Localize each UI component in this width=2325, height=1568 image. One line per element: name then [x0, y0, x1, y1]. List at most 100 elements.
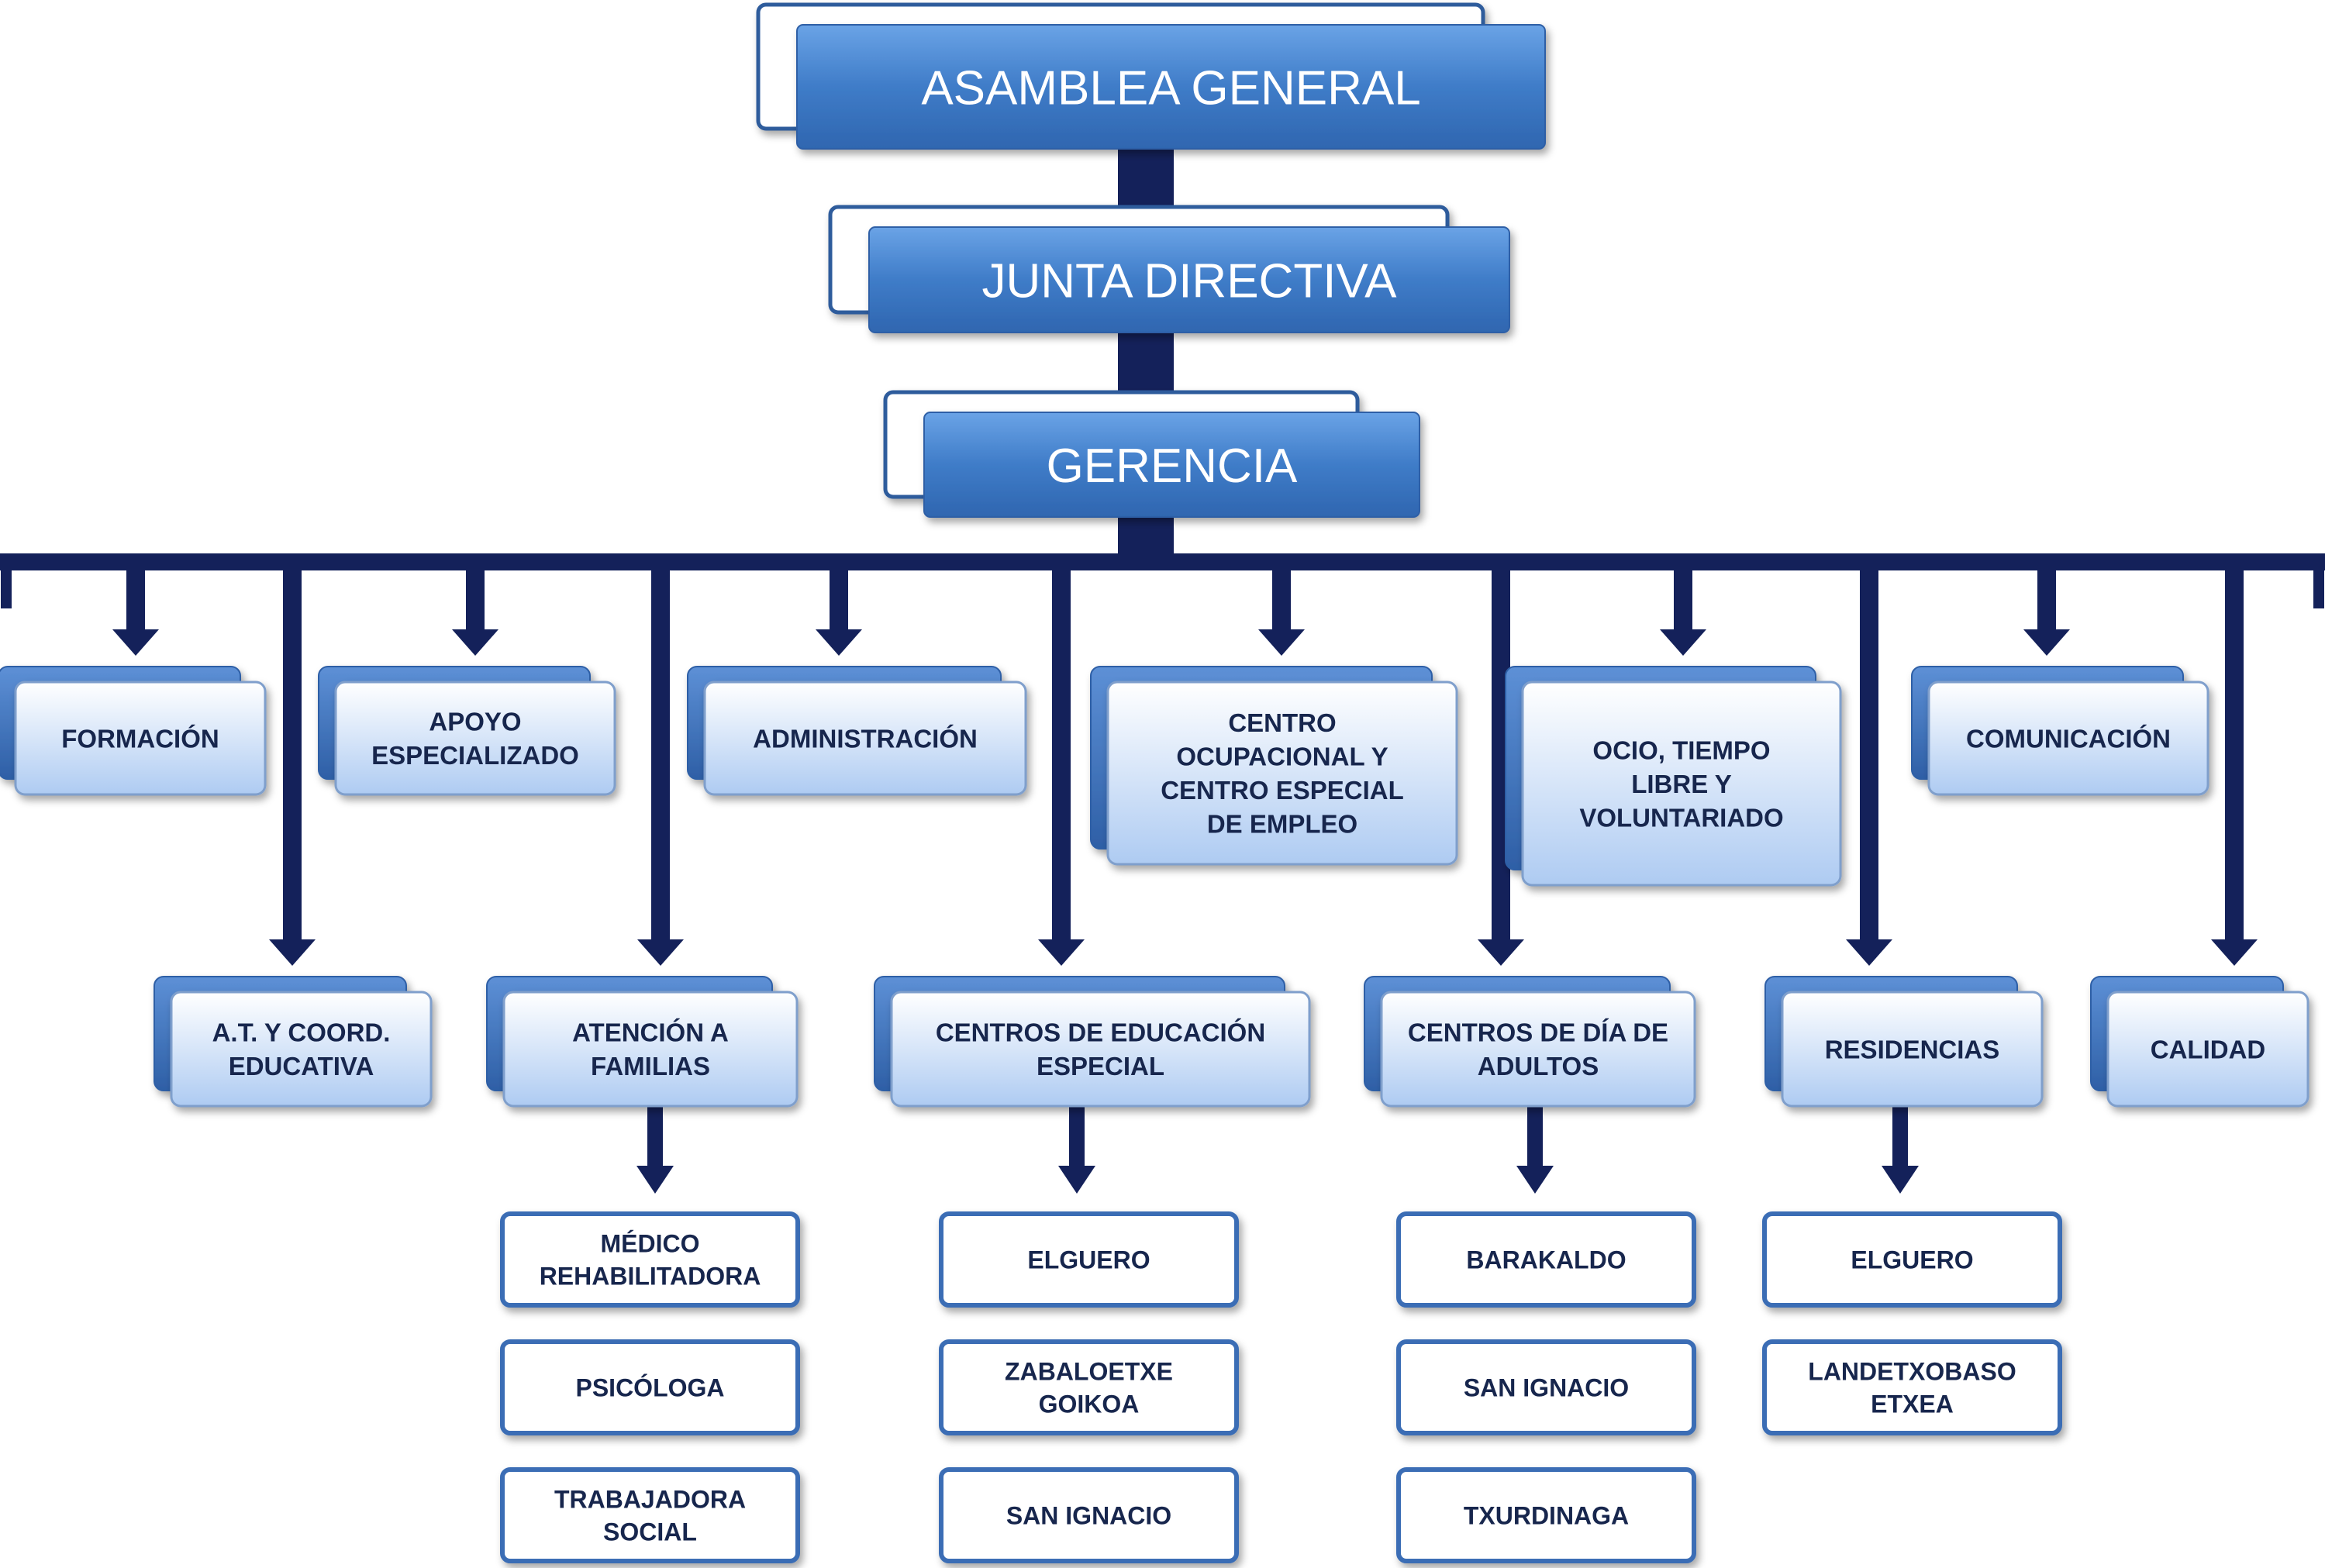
- dept-box-label-line: DE EMPLEO: [1207, 810, 1357, 839]
- dept-box-centros-educacion[interactable]: CENTROS DE EDUCACIÓN ESPECIAL: [874, 976, 1311, 1108]
- sub-unit-box[interactable]: ELGUERO: [939, 1211, 1239, 1308]
- arrowhead-at-coord: [269, 939, 316, 966]
- arrowhead-atencion-familias: [637, 939, 684, 966]
- arrowhead-sub-atencion-familias: [636, 1166, 674, 1194]
- dept-box-label-line: FAMILIAS: [591, 1052, 710, 1080]
- sub-unit-label-line: SAN IGNACIO: [1006, 1502, 1171, 1530]
- sub-unit-box[interactable]: TXURDINAGA: [1396, 1467, 1696, 1563]
- dept-box-label-line: CENTROS DE DÍA DE: [1408, 1018, 1668, 1047]
- dept-box-label-line: CENTRO: [1228, 708, 1336, 737]
- dept-box-at-coord[interactable]: A.T. Y COORD. EDUCATIVA: [154, 976, 433, 1108]
- dept-box-residencias[interactable]: RESIDENCIAS: [1764, 976, 2044, 1108]
- sub-unit-label-line: TRABAJADORA: [554, 1485, 746, 1513]
- top-box-label: GERENCIA: [1047, 439, 1298, 493]
- sub-unit-label-line: MÉDICO: [601, 1229, 700, 1257]
- dept-box-atencion-familias[interactable]: ATENCIÓN A FAMILIAS: [486, 976, 799, 1108]
- dept-box-label-line: RESIDENCIAS: [1825, 1035, 2000, 1063]
- dept-box-calidad[interactable]: CALIDAD: [2090, 976, 2309, 1108]
- sub-unit-panel: [1396, 1339, 1696, 1435]
- sub-unit-label-line: ETXEA: [1871, 1391, 1954, 1418]
- top-box-label: ASAMBLEA GENERAL: [921, 61, 1420, 115]
- dept-box-panel: [890, 991, 1311, 1108]
- dept-box-panel: [1781, 991, 2044, 1108]
- sub-unit-label-line: ELGUERO: [1851, 1246, 1973, 1274]
- dept-box-label-line: FORMACIÓN: [61, 724, 219, 753]
- dept-box-label-line: ADULTOS: [1478, 1052, 1599, 1080]
- dept-box-label-line: A.T. Y COORD.: [212, 1018, 391, 1047]
- dept-box-centros-dia[interactable]: CENTROS DE DÍA DE ADULTOS: [1364, 976, 1696, 1108]
- arrowhead-centros-educacion: [1038, 939, 1085, 966]
- arrowhead-centro-ocupacional: [1258, 629, 1305, 656]
- top-box-gerencia[interactable]: GERENCIA: [883, 390, 1420, 518]
- arrowhead-administracion: [816, 629, 862, 656]
- dept-box-label-line: VOLUNTARIADO: [1579, 803, 1783, 832]
- dept-box-label-line: LIBRE Y: [1631, 770, 1732, 798]
- dept-box-administracion[interactable]: ADMINISTRACIÓN: [687, 666, 1027, 796]
- sub-unit-panel: [939, 1339, 1239, 1435]
- sub-unit-box[interactable]: SAN IGNACIO: [939, 1467, 1239, 1563]
- top-box-panel: [868, 226, 1510, 333]
- top-box-label: JUNTA DIRECTIVA: [981, 254, 1397, 308]
- dept-box-ocio[interactable]: OCIO, TIEMPO LIBRE Y VOLUNTARIADO: [1505, 666, 1842, 887]
- sub-unit-label-line: GOIKOA: [1039, 1391, 1140, 1418]
- dept-box-label-line: ESPECIAL: [1037, 1052, 1164, 1080]
- dept-box-label-line: CALIDAD: [2151, 1035, 2265, 1063]
- dept-box-panel: [1106, 681, 1458, 866]
- dept-box-panel: [1380, 991, 1696, 1108]
- top-box-panel: [796, 24, 1546, 150]
- dept-box-panel: [1927, 681, 2209, 796]
- top-box-junta[interactable]: JUNTA DIRECTIVA: [828, 205, 1510, 333]
- sub-unit-label-line: ELGUERO: [1027, 1246, 1150, 1274]
- arrowhead-calidad: [2211, 939, 2258, 966]
- sub-unit-label-line: LANDETXOBASO: [1808, 1357, 2016, 1385]
- arrowhead-apoyo: [452, 629, 498, 656]
- dept-box-apoyo[interactable]: APOYO ESPECIALIZADO: [318, 666, 616, 796]
- dept-box-formacion[interactable]: FORMACIÓN: [0, 666, 267, 796]
- top-box-asamblea[interactable]: ASAMBLEA GENERAL: [756, 2, 1546, 150]
- sub-unit-box[interactable]: ZABALOETXE GOIKOA: [939, 1339, 1239, 1435]
- dept-box-label-line: OCIO, TIEMPO: [1592, 736, 1770, 764]
- arrowhead-formacion: [112, 629, 159, 656]
- connector-lines: [0, 147, 2325, 1194]
- dept-box-label-line: EDUCATIVA: [229, 1052, 374, 1080]
- dept-box-label-line: ATENCIÓN A: [572, 1018, 729, 1047]
- dept-box-label-line: ESPECIALIZADO: [371, 741, 579, 770]
- dept-box-comunicacion[interactable]: COMUNICACIÓN: [1911, 666, 2209, 796]
- sub-unit-panel: [939, 1211, 1239, 1308]
- sub-unit-box[interactable]: SAN IGNACIO: [1396, 1339, 1696, 1435]
- dept-box-label-line: CENTROS DE EDUCACIÓN: [936, 1018, 1265, 1047]
- arrowhead-centros-dia: [1478, 939, 1524, 966]
- sub-unit-label-line: ZABALOETXE: [1005, 1357, 1173, 1385]
- sub-unit-panel: [1762, 1211, 2062, 1308]
- sub-unit-label-line: BARAKALDO: [1466, 1246, 1626, 1274]
- sub-unit-panel: [1762, 1339, 2062, 1435]
- arrowhead-residencias: [1846, 939, 1892, 966]
- sub-unit-panel: [500, 1339, 800, 1435]
- sub-unit-panel: [500, 1211, 800, 1308]
- dept-box-panel: [703, 681, 1027, 796]
- department-row-1: FORMACIÓN APOYO ESPECIALIZADO ADMINISTRACIÓ…: [0, 666, 2209, 887]
- dept-box-panel: [170, 991, 433, 1108]
- sub-unit-panel: [939, 1467, 1239, 1563]
- dept-box-label-line: OCUPACIONAL Y: [1176, 743, 1388, 771]
- sub-unit-panel: [1396, 1467, 1696, 1563]
- sub-unit-panel: [500, 1467, 800, 1563]
- sub-unit-box[interactable]: BARAKALDO: [1396, 1211, 1696, 1308]
- sub-unit-panel: [1396, 1211, 1696, 1308]
- sub-unit-box[interactable]: ELGUERO: [1762, 1211, 2062, 1308]
- arrowhead-sub-centros-educacion: [1058, 1166, 1095, 1194]
- dept-box-panel: [2106, 991, 2309, 1108]
- arrowhead-sub-residencias: [1882, 1166, 1919, 1194]
- dept-box-label-line: APOYO: [429, 708, 521, 736]
- sub-unit-box[interactable]: LANDETXOBASO ETXEA: [1762, 1339, 2062, 1435]
- dept-box-panel: [502, 991, 799, 1108]
- sub-unit-box[interactable]: PSICÓLOGA: [500, 1339, 800, 1435]
- dept-box-label-line: ADMINISTRACIÓN: [753, 724, 978, 753]
- sub-unit-label-line: TXURDINAGA: [1464, 1502, 1629, 1530]
- arrowhead-sub-centros-dia: [1516, 1166, 1554, 1194]
